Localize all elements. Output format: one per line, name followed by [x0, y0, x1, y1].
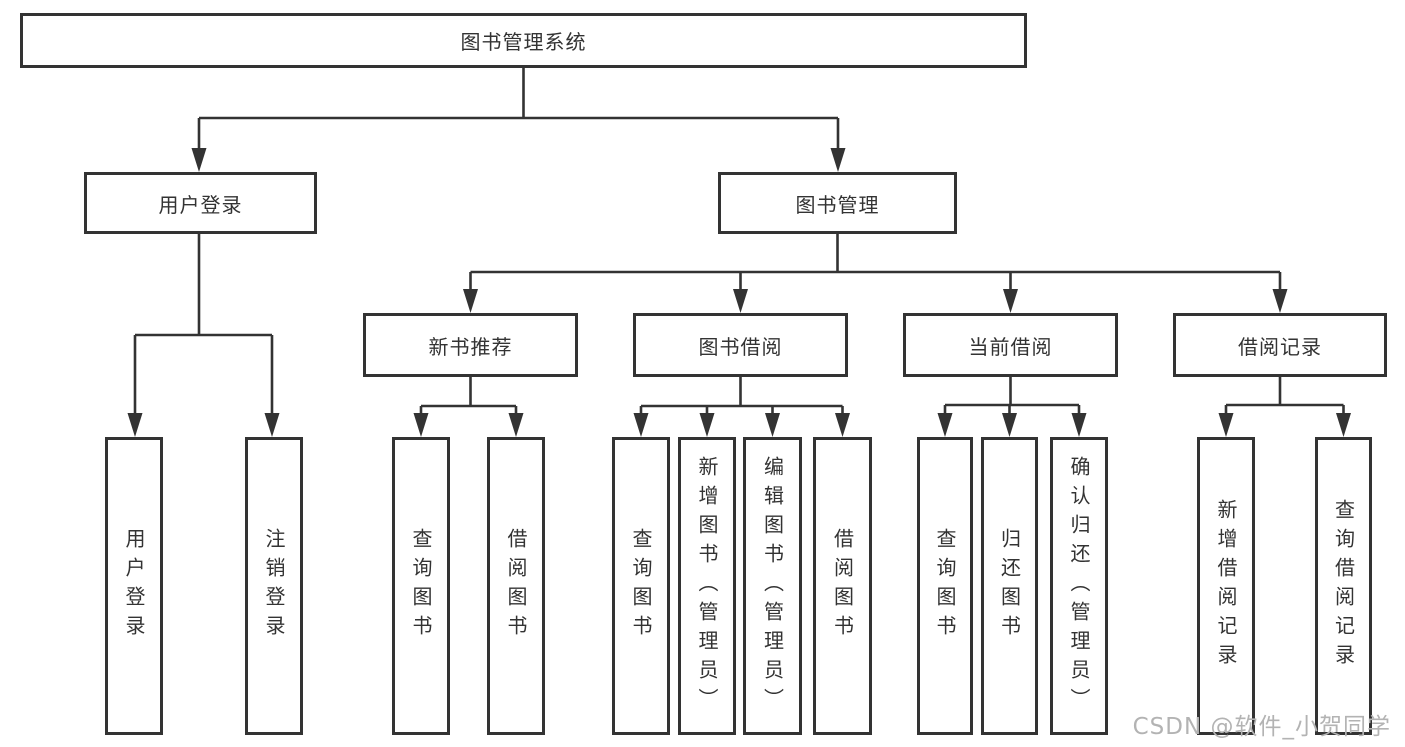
node-library-management-system: 图书管理系统: [20, 13, 1027, 68]
leaf-add-books-admin: 新增图书（管理员）: [678, 437, 736, 735]
node-book-borrowing: 图书借阅: [633, 313, 848, 377]
node-new-book-recommendation: 新书推荐: [363, 313, 578, 377]
leaf-confirm-return-admin: 确认归还（管理员）: [1050, 437, 1108, 735]
leaf-borrow-books: 借阅图书: [813, 437, 872, 735]
node-current-borrowing: 当前借阅: [903, 313, 1118, 377]
node-book-management: 图书管理: [718, 172, 957, 234]
csdn-watermark: CSDN @软件_小贺同学: [1132, 714, 1391, 740]
leaf-return-books: 归还图书: [981, 437, 1038, 735]
leaf-user-login: 用户登录: [105, 437, 163, 735]
node-user-login: 用户登录: [84, 172, 317, 234]
leaf-query-books-recommend: 查询图书: [392, 437, 450, 735]
leaf-query-borrow-record: 查询借阅记录: [1315, 437, 1372, 735]
node-borrowing-records: 借阅记录: [1173, 313, 1387, 377]
leaf-add-borrow-record: 新增借阅记录: [1197, 437, 1255, 735]
leaf-query-books-borrow: 查询图书: [612, 437, 670, 735]
leaf-edit-books-admin: 编辑图书（管理员）: [743, 437, 802, 735]
leaf-borrow-books-recommend: 借阅图书: [487, 437, 545, 735]
arrowhead-icons: [127, 148, 1351, 437]
leaf-logout: 注销登录: [245, 437, 303, 735]
leaf-query-books-current: 查询图书: [917, 437, 973, 735]
